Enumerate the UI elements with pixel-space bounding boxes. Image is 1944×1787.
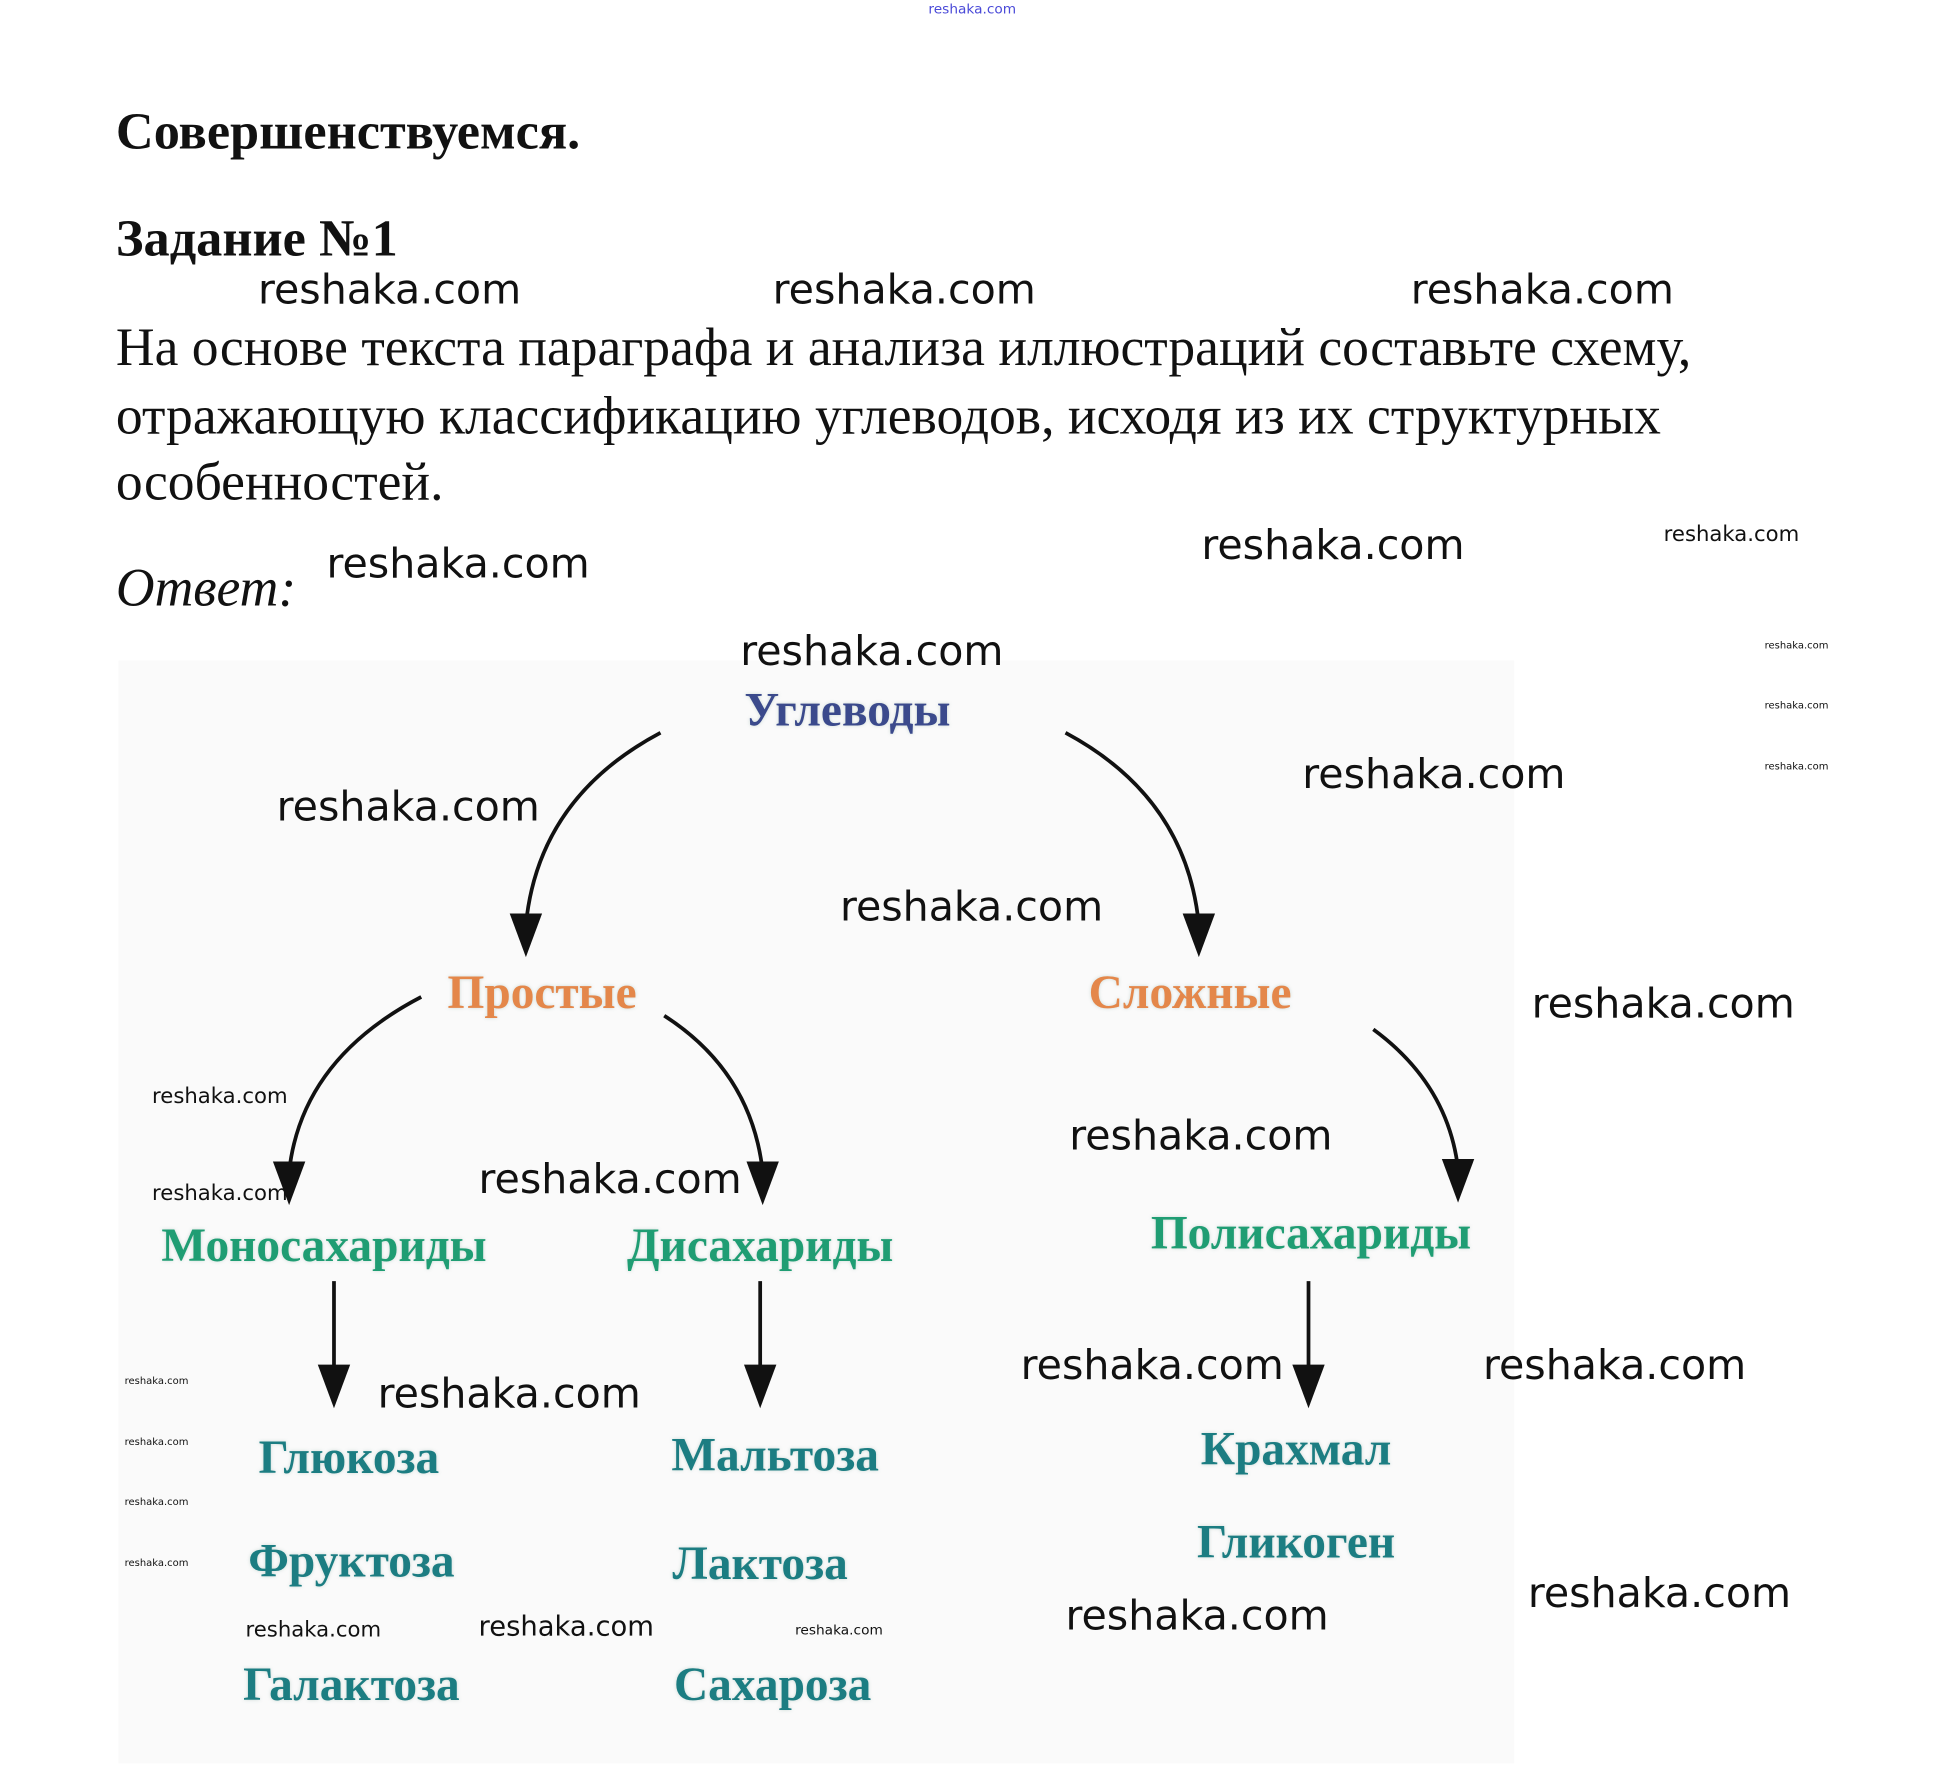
watermark: reshaka.com	[257, 264, 522, 314]
watermark: reshaka.com	[1069, 1110, 1333, 1160]
watermark: reshaka.com	[1764, 639, 1829, 652]
node-glucose: Глюкоза	[258, 1431, 440, 1485]
arrowhead-icon	[746, 1161, 779, 1206]
watermark: reshaka.com	[772, 264, 1036, 314]
watermark: reshaka.com	[124, 1496, 189, 1508]
watermark: reshaka.com	[1764, 760, 1829, 773]
watermark: reshaka.com	[245, 1617, 382, 1643]
node-fructose: Фруктоза	[248, 1535, 455, 1588]
question-line-1: На основе текста параграфа и анализа илл…	[115, 319, 1692, 378]
node-starch: Крахмал	[1200, 1423, 1392, 1476]
watermark: reshaka.com	[478, 1154, 742, 1204]
arrow-root-simple	[524, 731, 662, 925]
question-line-3: особенностей.	[115, 453, 444, 513]
arrowhead-icon	[317, 1364, 351, 1409]
watermark: reshaka.com	[795, 1621, 883, 1639]
watermark: reshaka.com	[1020, 1340, 1284, 1389]
watermark: reshaka.com	[1527, 1568, 1792, 1617]
arrowhead-icon	[1292, 1364, 1325, 1409]
watermark: reshaka.com	[1410, 264, 1674, 314]
watermark: reshaka.com	[839, 881, 1104, 931]
watermark: reshaka.com	[1201, 520, 1465, 569]
watermark: reshaka.com	[1663, 522, 1800, 548]
watermark: reshaka.com	[152, 1084, 288, 1110]
arrowhead-icon	[743, 1364, 777, 1409]
arrowhead-icon	[509, 913, 543, 958]
carbohydrate-diagram	[118, 660, 1515, 1764]
watermark: reshaka.com	[1764, 699, 1829, 711]
task-heading: Задание №1	[115, 210, 398, 268]
arrow-simple-di	[663, 1014, 765, 1172]
watermark: reshaka.com	[276, 781, 540, 831]
node-maltose: Мальтоза	[671, 1429, 879, 1482]
watermark: reshaka.com	[377, 1368, 641, 1418]
arrowhead-icon	[1441, 1158, 1475, 1203]
watermark: reshaka.com	[152, 1181, 288, 1207]
node-monosaccharides: Моносахариды	[161, 1220, 487, 1273]
watermark: reshaka.com	[1531, 978, 1795, 1028]
watermark: reshaka.com	[1482, 1340, 1747, 1389]
arrow-simple-mono	[287, 995, 423, 1172]
page-title: Совершенствуемся.	[115, 103, 581, 161]
node-carbohydrates: Углеводы	[744, 684, 951, 737]
watermark: reshaka.com	[326, 538, 590, 588]
question-line-2: отражающую классификацию углеводов, исхо…	[115, 387, 1661, 447]
watermark: reshaka.com	[124, 1375, 189, 1387]
watermark: reshaka.com	[478, 1611, 655, 1644]
arrowhead-icon	[1182, 913, 1216, 958]
watermark: reshaka.com	[740, 626, 1004, 675]
node-polysaccharides: Полисахариды	[1150, 1207, 1472, 1260]
arrow-complex-poly	[1372, 1027, 1460, 1170]
node-glycogen: Гликоген	[1196, 1516, 1396, 1569]
node-sucrose: Сахароза	[673, 1658, 872, 1712]
answer-label: Ответ:	[115, 559, 297, 619]
node-galactose: Галактоза	[243, 1658, 460, 1712]
watermark: reshaka.com	[1065, 1590, 1329, 1640]
arrowhead-icon	[272, 1161, 306, 1206]
node-disaccharides: Дисахариды	[626, 1220, 894, 1273]
watermark: reshaka.com	[124, 1436, 189, 1448]
arrow-root-complex	[1064, 731, 1201, 925]
node-complex: Сложные	[1088, 967, 1292, 1020]
watermark: reshaka.com	[1302, 749, 1566, 799]
node-simple: Простые	[447, 967, 637, 1020]
node-lactose: Лактоза	[672, 1537, 848, 1591]
watermark: reshaka.com	[124, 1557, 189, 1569]
header-watermark-link[interactable]: reshaka.com	[928, 1, 1017, 18]
